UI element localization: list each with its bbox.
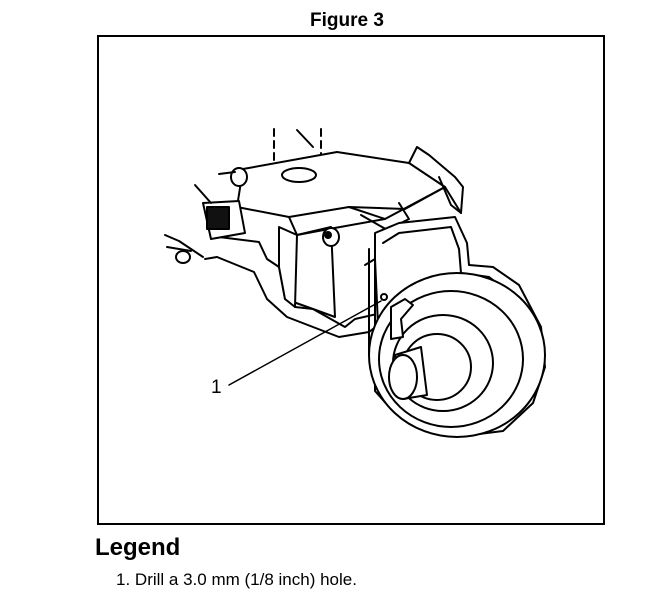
- callout-leader-line: [228, 300, 382, 386]
- legend-item: 1. Drill a 3.0 mm (1/8 inch) hole.: [116, 570, 357, 590]
- connector-nut: [230, 167, 248, 187]
- mounting-flange: [216, 236, 400, 338]
- housing-top: [236, 151, 446, 218]
- legend-item-text: Drill a 3.0 mm (1/8 inch) hole.: [134, 570, 357, 589]
- figure-title: Figure 3: [310, 10, 384, 31]
- blower-assembly-illustration: 1: [164, 128, 546, 438]
- legend-item-number: 1.: [116, 570, 131, 589]
- figure-frame: 1: [97, 35, 605, 525]
- legend-list: 1. Drill a 3.0 mm (1/8 inch) hole.: [116, 570, 357, 590]
- motor-mid-ring: [378, 290, 524, 428]
- drill-hole-location: [380, 293, 388, 301]
- legend-heading: Legend: [95, 534, 181, 561]
- housing-side: [278, 226, 298, 308]
- callout-label-1: 1: [211, 377, 222, 398]
- housing-top-hole: [281, 167, 317, 183]
